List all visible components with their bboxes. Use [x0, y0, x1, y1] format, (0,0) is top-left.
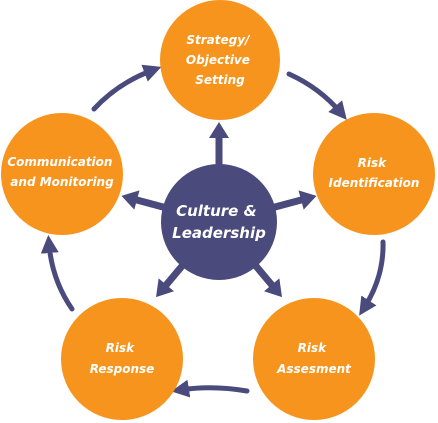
arrow-strategy-to-identification: [286, 71, 347, 120]
center-label-line: Culture &: [176, 202, 257, 220]
stage-label-line: Response: [90, 362, 155, 376]
hub-arrow-upper-right: [266, 190, 317, 213]
stage-label-line: Risk: [106, 341, 135, 355]
arrow-communication-to-strategy: [91, 64, 162, 112]
stage-label-line: Communication: [7, 155, 112, 169]
center-circle: [161, 164, 277, 280]
cycle-arrows: [40, 64, 386, 398]
svg-text:Risk Assesment: Risk Assesment: [276, 341, 352, 376]
svg-text:Risk Identification: Risk Identification: [329, 156, 420, 190]
center-label-line: Leadership: [172, 224, 266, 242]
stage-risk-response: Risk Response: [61, 298, 183, 420]
stage-circle: [160, 0, 280, 120]
svg-text:Strategy/ Objective: Strategy/ Objective Setting: [186, 33, 254, 87]
stage-label-line: Setting: [195, 73, 245, 87]
hub-arrow-upper-left: [121, 190, 172, 213]
stage-strategy: Strategy/ Objective Setting: [160, 0, 280, 120]
stage-circle: [61, 298, 183, 420]
arrow-identification-to-assessment: [359, 239, 386, 316]
stage-circle: [1, 113, 123, 235]
stage-circle: [253, 298, 375, 420]
stage-communication: Communication and Monitoring: [1, 113, 123, 235]
stage-label-line: Assesment: [276, 362, 352, 376]
arrow-assessment-to-response: [171, 379, 250, 398]
stage-risk-identification: Risk Identification: [313, 113, 435, 235]
stage-label-line: Strategy/: [186, 33, 251, 47]
svg-text:Culture & Leadership: Culture & Leadership: [172, 202, 266, 242]
svg-text:Risk Response: Risk Response: [90, 341, 155, 376]
stage-risk-assessment: Risk Assesment: [253, 298, 375, 420]
svg-text:Communication and Monito: Communication and Monitoring: [7, 155, 116, 189]
stage-label-line: Identification: [329, 176, 420, 190]
hub-arrow-up: [209, 122, 229, 172]
stage-label-line: Objective: [186, 53, 250, 67]
stage-label-line: Risk: [298, 341, 327, 355]
stage-label-line: and Monitoring: [10, 175, 114, 189]
center-hub: Culture & Leadership: [121, 122, 317, 298]
stage-circle: [313, 113, 435, 235]
arrow-response-to-communication: [40, 235, 75, 312]
stage-label-line: Risk: [358, 156, 387, 170]
